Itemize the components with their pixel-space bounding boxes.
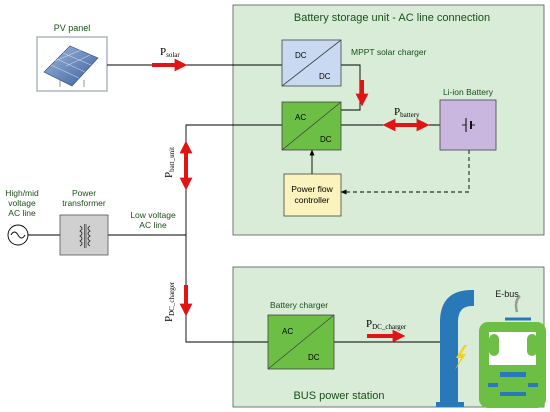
controller-label-line1: Power flow: [291, 184, 333, 194]
charger-out-label: DC: [308, 353, 320, 362]
p-solar-label: Psolar: [160, 46, 180, 59]
bus-station-title: BUS power station: [293, 390, 384, 402]
ac-source-icon: [7, 224, 29, 246]
p-battery-label: Pbattery: [394, 106, 420, 119]
mppt-solar-charger: DC DC: [281, 39, 342, 87]
acdc-out-label: DC: [320, 135, 332, 144]
lv-line-label-line1: Low voltage: [130, 210, 176, 220]
battery-unit-title: Battery storage unit - AC line connectio…: [294, 12, 490, 24]
mppt-label: MPPT solar charger: [351, 47, 427, 57]
grid-label-line2: voltage: [8, 198, 36, 208]
p-batt-unit-label: Pbatt_unit: [163, 147, 176, 178]
mppt-in-label: DC: [295, 51, 307, 60]
e-bus-icon: [479, 295, 546, 408]
p-dc-charger-vertical-label: PDC_charger: [163, 281, 176, 322]
p-dc-charger-horizontal-label: PDC_charger: [366, 318, 407, 331]
battery-charger: AC DC: [267, 314, 335, 370]
lv-line-label-line2: AC line: [139, 220, 167, 230]
controller-label-line2: controller: [295, 195, 330, 205]
acdc-in-label: AC: [295, 113, 306, 122]
battery-charger-label: Battery charger: [270, 300, 328, 310]
mppt-out-label: DC: [319, 72, 331, 81]
ac-dc-converter: AC DC: [281, 101, 342, 151]
grid-label-line3: AC line: [8, 208, 36, 218]
transformer-label-line2: transformer: [62, 198, 106, 208]
li-ion-battery: [439, 99, 497, 151]
e-bus-label: E-bus: [495, 289, 519, 299]
battery-storage-unit-box: [232, 4, 545, 236]
transformer-label-line1: Power: [72, 188, 96, 198]
li-ion-battery-label: Li-ion Battery: [443, 87, 494, 97]
power-transformer: [59, 214, 109, 256]
charger-in-label: AC: [282, 327, 293, 336]
grid-label-line1: High/mid: [5, 188, 39, 198]
pv-panel-icon: [43, 45, 99, 87]
power-flow-controller: Power flow controller: [283, 173, 342, 217]
charging-station-icon: [436, 290, 474, 407]
pv-panel-label: PV panel: [54, 23, 91, 33]
power-flow-arrows: [152, 58, 430, 343]
